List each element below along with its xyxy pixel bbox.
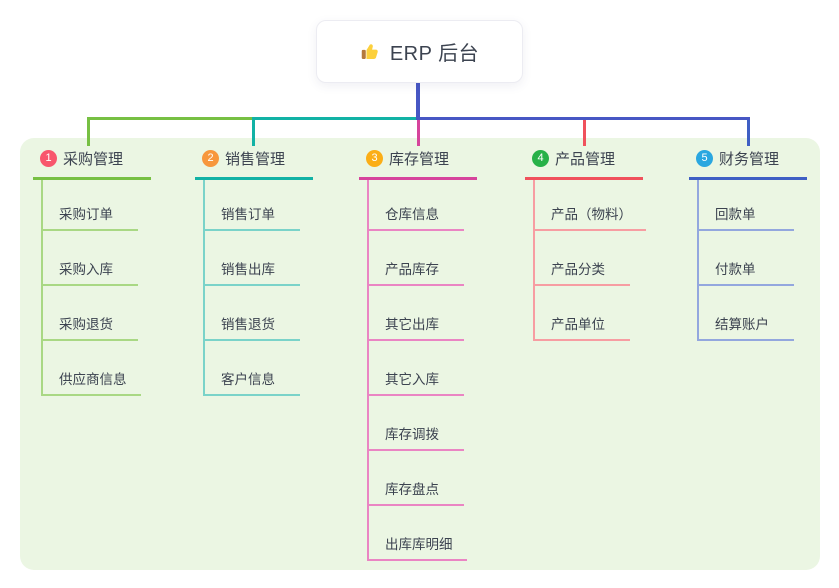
branch-3-rail-line [367,179,369,561]
child-node[interactable]: 出库库明细 [367,535,467,561]
branch-label: 产品管理 [555,150,616,168]
child-node[interactable]: 采购退货 [41,315,138,341]
branch-label: 财务管理 [719,150,780,168]
child-node[interactable]: 结算账户 [697,315,794,341]
child-node[interactable]: 销售出库 [203,260,300,286]
child-node[interactable]: 产品分类 [533,260,630,286]
branch-5-rail-line [697,179,699,341]
branch-number-badge: 1 [40,149,57,167]
child-node[interactable]: 供应商信息 [41,370,141,396]
branch-node-1[interactable]: 1 采购管理 [33,146,151,180]
child-node[interactable]: 产品单位 [533,315,630,341]
branch-3-drop-line [416,117,420,146]
branch-1-drop-line [86,117,90,146]
branch-1-rail-line [41,179,43,396]
root-stem-line [416,83,420,120]
branch-label: 库存管理 [389,150,450,168]
child-node[interactable]: 库存调拨 [367,425,464,451]
child-node[interactable]: 产品库存 [367,260,464,286]
trunk-right-blue [416,117,750,120]
branch-node-3[interactable]: 3 库存管理 [359,146,477,180]
branch-label: 采购管理 [63,150,124,168]
child-node[interactable]: 客户信息 [203,370,300,396]
branches-panel [20,138,820,570]
branch-label: 销售管理 [225,150,286,168]
branch-4-drop-line [582,117,586,146]
child-node[interactable]: 产品（物料） [533,205,646,231]
child-node[interactable]: 回款单 [697,205,794,231]
branch-number-badge: 4 [532,149,549,167]
trunk-left-teal [251,117,418,120]
child-node[interactable]: 采购入库 [41,260,138,286]
child-node[interactable]: 其它入库 [367,370,464,396]
child-node[interactable]: 库存盘点 [367,480,464,506]
branch-node-2[interactable]: 2 销售管理 [195,146,313,180]
branch-node-4[interactable]: 4 产品管理 [525,146,643,180]
child-node[interactable]: 付款单 [697,260,794,286]
branch-2-drop-line [251,117,255,146]
thumbs-up-icon [360,41,381,62]
branch-number-badge: 5 [696,149,713,167]
child-node[interactable]: 采购订单 [41,205,138,231]
child-node[interactable]: 销售订单 [203,205,300,231]
child-node[interactable]: 仓库信息 [367,205,464,231]
branch-4-rail-line [533,179,535,341]
branch-5-drop-line [746,117,750,146]
child-node[interactable]: 其它出库 [367,315,464,341]
root-title: ERP 后台 [389,43,480,65]
branch-2-rail-line [203,179,205,396]
trunk-left-green [86,117,255,120]
branch-number-badge: 2 [202,149,219,167]
child-node[interactable]: 销售退货 [203,315,300,341]
branch-number-badge: 3 [366,149,383,167]
branch-node-5[interactable]: 5 财务管理 [689,146,807,180]
root-node[interactable]: ERP 后台 [316,20,523,83]
